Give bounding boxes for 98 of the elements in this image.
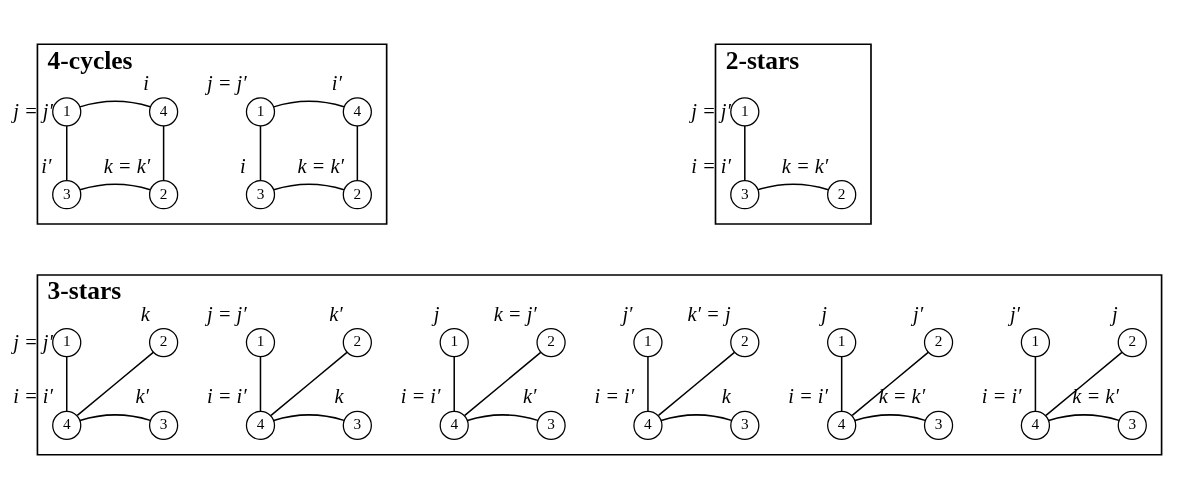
node-circle: 4 [245,410,276,441]
node-circle: 2 [342,327,372,358]
connector [270,351,348,417]
connector [162,125,165,182]
connector [259,355,262,412]
node-circle: 1 [439,327,469,358]
node-label: i = i′ [206,385,247,408]
node-label: k′ [135,385,150,408]
node-label: k′ [329,302,343,325]
node-circle: 1 [52,327,82,358]
node-label: i′ [331,71,342,94]
node-circle: 4 [1020,410,1051,441]
connector [466,414,539,422]
node-label: j = j′ [13,330,53,353]
connector [65,125,68,182]
node-circle: 3 [730,410,760,441]
node-circle: 4 [633,410,663,441]
node-label: j [821,302,827,325]
node-label: k = k′ [103,154,151,177]
node-circle: 2 [148,327,179,358]
connector [1034,355,1037,412]
node-label: k′ [523,385,537,408]
node-label: i = i′ [13,385,53,408]
node-circle: 1 [730,97,760,127]
connector [854,414,926,422]
node-label: j = j′ [206,302,247,325]
node-circle: 1 [245,327,276,358]
node-label: j′ [913,302,924,325]
connector [757,183,830,191]
connector [272,100,345,108]
node-circle: 4 [439,410,469,441]
connector [1045,351,1123,417]
node-label: k [334,385,344,408]
node-circle: 4 [148,97,179,127]
connector [840,355,843,412]
node-label: i = i′ [691,154,731,177]
connector [259,125,262,182]
node-label: i [240,154,246,177]
node-circle: 1 [827,327,857,358]
node-circle: 3 [730,180,760,210]
node-circle: 3 [342,410,372,441]
node-label: k = k′ [878,385,926,408]
node-label: i [143,71,149,94]
connector [657,351,736,417]
connector [660,414,733,422]
node-circle: 2 [536,327,566,358]
node-label: j = j′ [206,71,247,94]
node-label: j [433,302,440,325]
node-circle: 2 [730,327,760,358]
connector [272,414,345,422]
node-label: k [140,302,150,325]
node-label: k = k′ [781,154,829,177]
node-circle: 3 [52,180,82,210]
node-label: k = k′ [297,154,344,177]
node-label: i = i′ [594,385,635,408]
node-circle: 3 [536,410,566,441]
node-circle: 1 [52,97,82,127]
node-label: j = j′ [13,99,53,122]
node-circle: 4 [827,410,857,441]
connector [272,183,345,191]
node-circle: 4 [52,410,82,441]
node-circle: 3 [923,410,954,441]
node-circle: 1 [1020,327,1051,358]
node-label: j [1111,302,1118,325]
node-circle: 3 [1117,410,1147,441]
connector [79,100,151,108]
node-circle: 2 [1117,327,1147,358]
connector [464,351,542,417]
node-label: k′ = j [687,302,731,325]
node-label: i′ [41,154,52,177]
node-label: j′ [622,302,633,325]
connector [65,355,68,412]
node-label: i = i′ [400,385,441,408]
node-circle: 2 [342,180,372,210]
node-label: i = i′ [981,385,1022,408]
node-circle: 2 [148,180,179,210]
connector [851,351,929,417]
node-circle: 1 [633,327,663,358]
node-label: j = j′ [691,99,731,122]
node-circle: 1 [245,97,276,127]
connector [1047,414,1120,422]
node-label: k [721,385,731,408]
node-circle: 3 [245,180,276,210]
node-circle: 2 [827,180,857,210]
connector [356,125,359,182]
connector [76,351,154,417]
connector [453,355,455,412]
connector [79,183,151,191]
connector [647,355,649,412]
connector [744,125,746,182]
node-label: i = i′ [788,385,828,408]
node-label: k = k′ [1072,385,1119,408]
node-circle: 3 [148,410,179,441]
node-label: j′ [1009,302,1021,325]
connector [79,414,151,422]
node-circle: 4 [342,97,372,127]
node-circle: 2 [923,327,954,358]
node-label: k = j′ [493,302,537,325]
